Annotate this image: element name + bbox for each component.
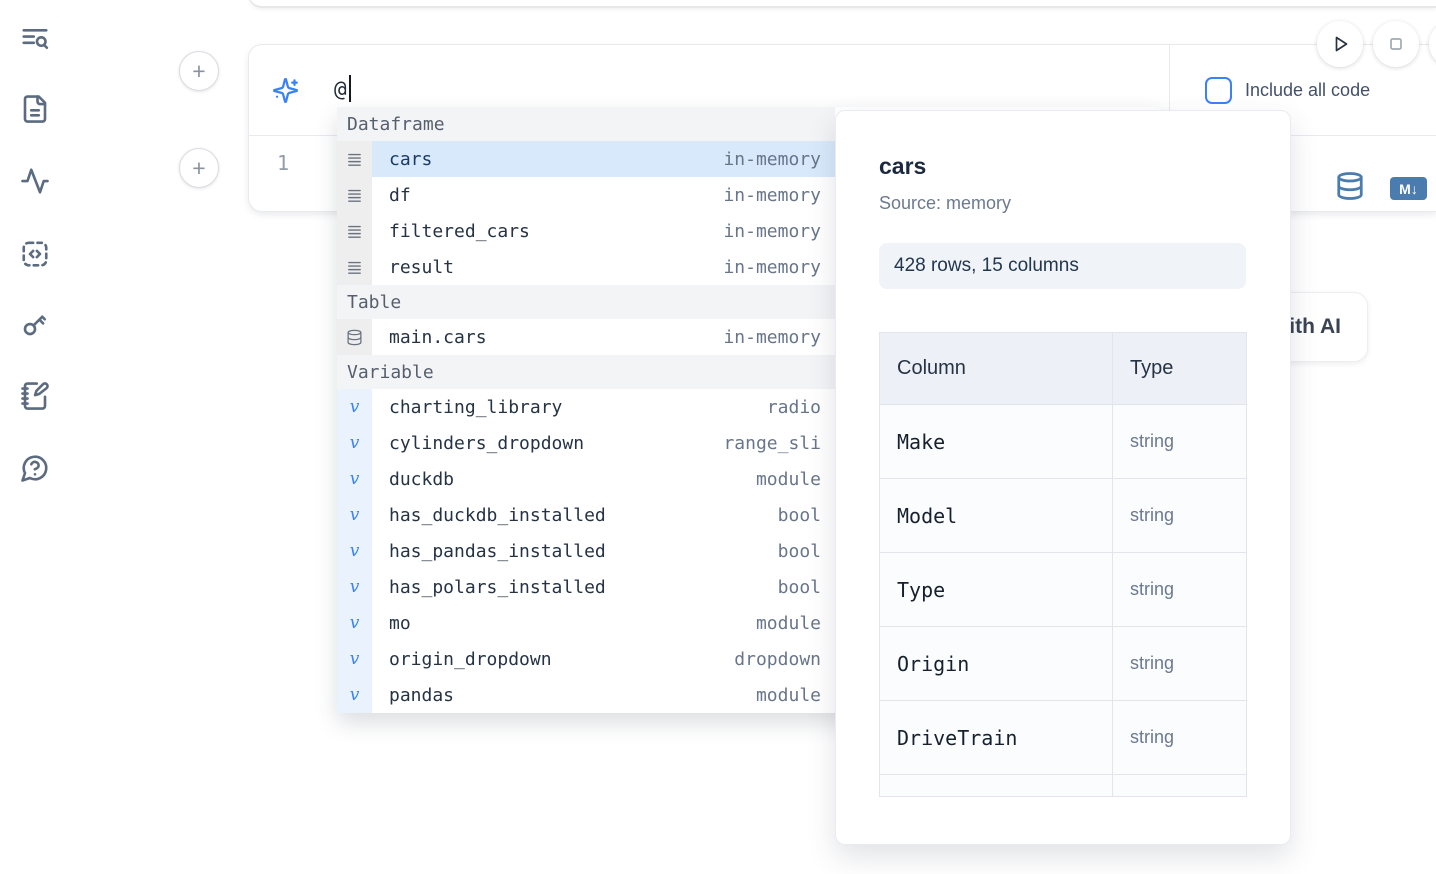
schema-header-row: Column Type [880, 333, 1246, 405]
dataframe-icon [337, 213, 372, 249]
include-all-code-control: Include all code [1205, 77, 1370, 104]
add-cell-below-button[interactable]: + [179, 148, 219, 188]
completion-item-duckdb[interactable]: v duckdb module [337, 461, 835, 497]
include-all-code-checkbox[interactable] [1205, 77, 1232, 104]
variable-icon: v [337, 533, 372, 569]
stop-button[interactable] [1373, 21, 1419, 67]
activity-icon[interactable] [20, 166, 52, 198]
variable-icon: v [337, 389, 372, 425]
left-sidebar [0, 0, 70, 874]
preview-title: cars [879, 153, 927, 179]
variable-icon: v [337, 605, 372, 641]
prompt-value: @ [334, 77, 347, 101]
prompt-right-divider [1169, 45, 1170, 135]
completion-item-filtered-cars[interactable]: filtered_cars in-memory [337, 213, 835, 249]
preview-source: Source: memory [879, 193, 1012, 213]
add-cell-above-button[interactable]: + [179, 51, 219, 91]
type-header: Type [1113, 333, 1246, 405]
dataframe-icon [337, 141, 372, 177]
section-header-dataframe: Dataframe [337, 107, 835, 141]
dataframe-icon [337, 249, 372, 285]
table-row: Make string [880, 405, 1246, 479]
previous-cell-edge [248, 0, 1436, 8]
completion-item-origin-dropdown[interactable]: v origin_dropdown dropdown [337, 641, 835, 677]
markdown-icon[interactable]: M↓ [1390, 177, 1427, 200]
dataframe-preview-panel: cars Source: memory 428 rows, 15 columns… [835, 110, 1291, 845]
completion-item-has-pandas-installed[interactable]: v has_pandas_installed bool [337, 533, 835, 569]
completion-item-has-duckdb-installed[interactable]: v has_duckdb_installed bool [337, 497, 835, 533]
key-icon[interactable] [20, 309, 52, 341]
completion-item-cars[interactable]: cars in-memory [337, 141, 835, 177]
table-row: DriveTrain string [880, 701, 1246, 775]
autocomplete-list: Dataframe cars in-memory df in-memory fi… [337, 107, 835, 713]
completion-item-has-polars-installed[interactable]: v has_polars_installed bool [337, 569, 835, 605]
line-number: 1 [276, 151, 290, 175]
completion-item-result[interactable]: result in-memory [337, 249, 835, 285]
completion-item-main-cars[interactable]: main.cars in-memory [337, 319, 835, 355]
variable-icon: v [337, 425, 372, 461]
more-actions-button[interactable] [1429, 21, 1436, 67]
dataframe-icon [337, 177, 372, 213]
table-row: Type string [880, 553, 1246, 627]
shape-badge: 428 rows, 15 columns [879, 243, 1246, 289]
notebook-pen-icon[interactable] [20, 381, 52, 413]
database-icon [337, 319, 372, 355]
completion-item-mo[interactable]: v mo module [337, 605, 835, 641]
include-all-code-label: Include all code [1245, 80, 1371, 100]
completion-item-charting-library[interactable]: v charting_library radio [337, 389, 835, 425]
section-header-table: Table [337, 285, 835, 319]
completion-item-cylinders-dropdown[interactable]: v cylinders_dropdown range_sli [337, 425, 835, 461]
variable-icon: v [337, 569, 372, 605]
completion-item-df[interactable]: df in-memory [337, 177, 835, 213]
sparkles-icon [272, 77, 299, 104]
section-header-variable: Variable [337, 355, 835, 389]
variable-icon: v [337, 461, 372, 497]
schema-table: Column Type Make string Model string Typ… [879, 332, 1247, 797]
ai-prompt-input[interactable]: @ [334, 75, 351, 102]
variable-icon: v [337, 497, 372, 533]
help-chat-icon[interactable] [20, 453, 52, 485]
datasource-icon[interactable] [1335, 169, 1367, 205]
completion-item-pandas[interactable]: v pandas module [337, 677, 835, 713]
variable-icon: v [337, 641, 372, 677]
column-header: Column [880, 333, 1113, 405]
text-caret [348, 75, 351, 102]
table-row: Origin string [880, 627, 1246, 701]
file-text-icon[interactable] [20, 94, 52, 126]
text-search-icon[interactable] [20, 24, 52, 56]
table-row: Model string [880, 479, 1246, 553]
variable-icon: v [337, 677, 372, 713]
table-row [880, 775, 1246, 796]
code-block-icon[interactable] [20, 239, 52, 271]
run-cell-button[interactable] [1317, 21, 1363, 67]
